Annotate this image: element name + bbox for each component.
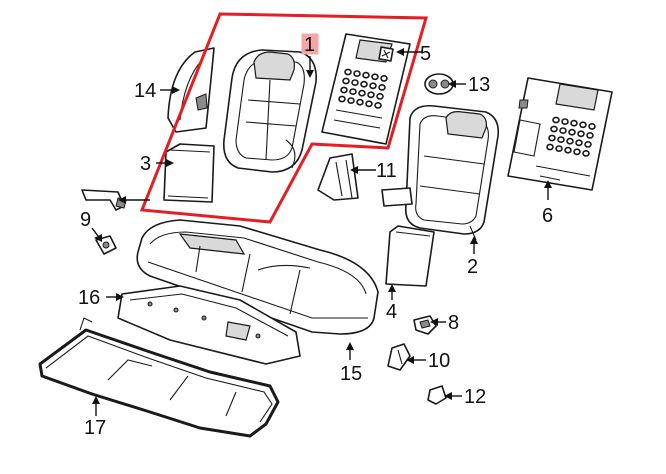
part-8-clip xyxy=(413,315,437,335)
frame-hole xyxy=(546,143,554,151)
frame-hole xyxy=(371,73,379,81)
frame-hole xyxy=(342,77,350,85)
frame-hole xyxy=(579,121,587,129)
frame-hole xyxy=(555,145,563,152)
part-4-pad xyxy=(385,225,435,287)
frame-hole xyxy=(344,68,352,76)
part-10-bracket xyxy=(387,343,411,371)
frame-hole xyxy=(566,137,574,145)
callout-1-box xyxy=(301,33,319,55)
part-6-frame-holes xyxy=(546,116,596,157)
callout-14: 14 xyxy=(134,80,156,102)
frame-hole xyxy=(552,116,560,124)
callout-3: 3 xyxy=(140,153,151,175)
frame-hole xyxy=(365,100,373,108)
callout-labels: 1 2 3 4 5 6 8 9 10 11 12 13 14 15 16 17 xyxy=(78,34,553,439)
frame-hole xyxy=(564,146,572,154)
frame-hole xyxy=(338,95,346,103)
callout-6: 6 xyxy=(542,205,553,227)
part-6-seatback-frame xyxy=(507,77,613,191)
callout-13: 13 xyxy=(468,74,490,96)
frame-hole xyxy=(378,84,386,91)
part-17-wire-frame xyxy=(38,317,280,438)
frame-hole xyxy=(588,123,596,130)
frame-hole xyxy=(557,136,565,143)
frame-hole xyxy=(582,149,590,157)
callout-2: 2 xyxy=(467,256,478,278)
frame-hole xyxy=(349,88,357,95)
callout-4: 4 xyxy=(386,301,397,323)
callout-11: 11 xyxy=(376,160,397,182)
frame-hole xyxy=(584,140,592,148)
frame-hole xyxy=(573,148,581,156)
callout-17: 17 xyxy=(84,417,106,439)
callout-12: 12 xyxy=(464,386,486,408)
part-5-seatback-frame xyxy=(321,33,411,145)
callout-16: 16 xyxy=(78,287,100,309)
frame-hole xyxy=(351,79,359,86)
frame-hole xyxy=(586,131,594,139)
callout-8: 8 xyxy=(448,312,459,334)
leader-lines xyxy=(91,48,552,416)
part-2-right-seatback xyxy=(381,104,500,241)
frame-hole xyxy=(360,80,368,88)
frame-hole xyxy=(340,86,348,94)
frame-hole xyxy=(550,125,558,133)
callout-9: 9 xyxy=(80,209,91,231)
callout-1: 1 xyxy=(304,34,315,56)
frame-hole xyxy=(561,118,569,125)
part-12-clip xyxy=(427,385,447,405)
part-11-center-bracket xyxy=(317,153,359,201)
frame-hole xyxy=(358,89,366,97)
callout-10: 10 xyxy=(428,350,450,372)
frame-hole xyxy=(575,139,583,147)
part-5-frame-holes xyxy=(338,68,388,109)
frame-hole xyxy=(369,82,377,90)
frame-hole xyxy=(347,97,355,104)
highlight-outline xyxy=(139,12,428,224)
part-16-cushion-pan xyxy=(117,285,301,365)
frame-hole xyxy=(356,98,364,106)
part-15-seat-cushion xyxy=(136,219,379,335)
callout-5: 5 xyxy=(420,43,431,65)
frame-hole xyxy=(353,70,361,77)
frame-hole xyxy=(570,119,578,127)
part-1-left-seatback xyxy=(222,49,317,173)
frame-hole xyxy=(548,134,556,142)
frame-hole xyxy=(568,128,576,136)
frame-hole xyxy=(362,71,370,79)
frame-hole xyxy=(367,91,375,99)
callout-15: 15 xyxy=(340,363,362,385)
frame-hole xyxy=(577,130,585,138)
frame-hole xyxy=(380,75,388,82)
frame-hole xyxy=(376,93,384,100)
part-3-pad xyxy=(163,143,215,203)
frame-hole xyxy=(374,102,382,109)
frame-hole xyxy=(559,127,567,134)
